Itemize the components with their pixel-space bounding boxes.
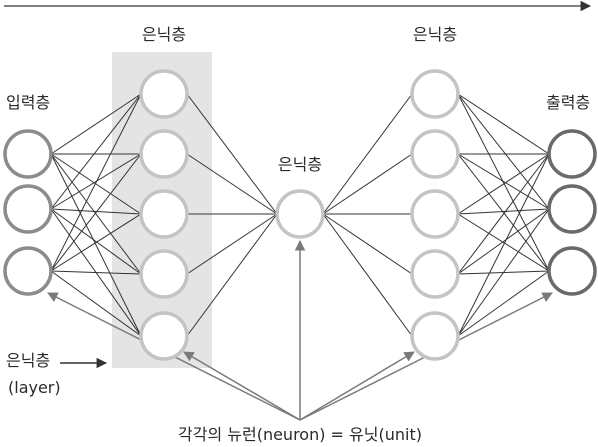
neuron-unit-note: 각각의 뉴런(neuron) = 유닛(unit) bbox=[178, 425, 422, 444]
edge-input-3-to-hidden1-2 bbox=[50, 153, 142, 272]
edge-hidden2-1-to-hidden3-5 bbox=[322, 213, 413, 337]
hidden1-neuron-4 bbox=[139, 249, 189, 299]
arrow-to-hidden3-neuron bbox=[299, 351, 415, 421]
input-neuron-1 bbox=[3, 129, 53, 179]
input-layer-label: 입력층 bbox=[6, 93, 51, 112]
layer-note-title: 은닉층 bbox=[6, 351, 51, 370]
edge-hidden3-1-to-output-1 bbox=[457, 93, 550, 155]
hidden1-neuron-1 bbox=[139, 69, 189, 119]
edge-input-1-to-hidden1-5 bbox=[50, 153, 142, 337]
hidden3-neuron-1 bbox=[410, 69, 460, 119]
hidden-layer-2-label: 은닉층 bbox=[277, 155, 323, 174]
edge-hidden3-3-to-output-1 bbox=[457, 153, 550, 215]
edge-hidden1-2-to-hidden2-1 bbox=[186, 153, 278, 215]
edge-hidden1-5-to-hidden2-1 bbox=[186, 213, 278, 337]
hidden1-neuron-3 bbox=[139, 189, 189, 239]
output-neuron-3 bbox=[547, 246, 597, 296]
edge-hidden3-2-to-output-3 bbox=[457, 153, 550, 272]
input-neuron-2 bbox=[3, 184, 53, 234]
edge-hidden3-5-to-output-2 bbox=[457, 208, 550, 337]
edge-input-3-to-hidden1-4 bbox=[50, 270, 142, 275]
edge-input-2-to-hidden1-1 bbox=[50, 93, 142, 210]
hidden1-neuron-5 bbox=[139, 311, 189, 361]
output-neuron-2 bbox=[547, 184, 597, 234]
edge-input-3-to-hidden1-3 bbox=[50, 213, 142, 272]
edge-input-1-to-hidden1-4 bbox=[50, 153, 142, 275]
edge-hidden1-4-to-hidden2-1 bbox=[186, 213, 278, 275]
hidden1-neuron-2 bbox=[139, 129, 189, 179]
edge-hidden2-1-to-hidden3-4 bbox=[322, 213, 413, 275]
edge-hidden3-3-to-output-3 bbox=[457, 213, 550, 272]
edge-hidden3-1-to-output-3 bbox=[457, 93, 550, 272]
edge-hidden3-4-to-output-1 bbox=[457, 153, 550, 275]
hidden-layer-1-label: 은닉층 bbox=[141, 25, 187, 44]
edge-hidden3-2-to-output-2 bbox=[457, 153, 550, 210]
output-layer-label: 출력층 bbox=[546, 93, 591, 112]
layer-note-subtitle: (layer) bbox=[8, 378, 61, 397]
hidden3-neuron-3 bbox=[410, 189, 460, 239]
hidden2-neuron-1 bbox=[275, 189, 325, 239]
edge-hidden1-1-to-hidden2-1 bbox=[186, 93, 278, 215]
edge-input-1-to-hidden1-1 bbox=[50, 93, 142, 155]
edge-hidden3-5-to-output-3 bbox=[457, 270, 550, 337]
hidden3-neuron-5 bbox=[410, 311, 460, 361]
output-neuron-1 bbox=[547, 129, 597, 179]
edge-hidden3-4-to-output-2 bbox=[457, 208, 550, 275]
edge-hidden2-1-to-hidden3-2 bbox=[322, 153, 413, 215]
edge-hidden2-1-to-hidden3-1 bbox=[322, 93, 413, 215]
edge-input-3-to-hidden1-1 bbox=[50, 93, 142, 272]
edge-hidden3-3-to-output-2 bbox=[457, 208, 550, 215]
hidden3-neuron-2 bbox=[410, 129, 460, 179]
hidden-layer-3-label: 은닉층 bbox=[412, 25, 458, 44]
input-neuron-3 bbox=[3, 246, 53, 296]
arrow-to-hidden1-neuron bbox=[183, 351, 301, 421]
hidden3-neuron-4 bbox=[410, 249, 460, 299]
edge-hidden3-1-to-output-2 bbox=[457, 93, 550, 210]
edge-input-3-to-hidden1-5 bbox=[50, 270, 142, 337]
edge-hidden3-5-to-output-1 bbox=[457, 153, 550, 337]
edge-input-1-to-hidden1-3 bbox=[50, 153, 142, 215]
edge-input-2-to-hidden1-4 bbox=[50, 208, 142, 275]
edge-input-2-to-hidden1-3 bbox=[50, 208, 142, 215]
